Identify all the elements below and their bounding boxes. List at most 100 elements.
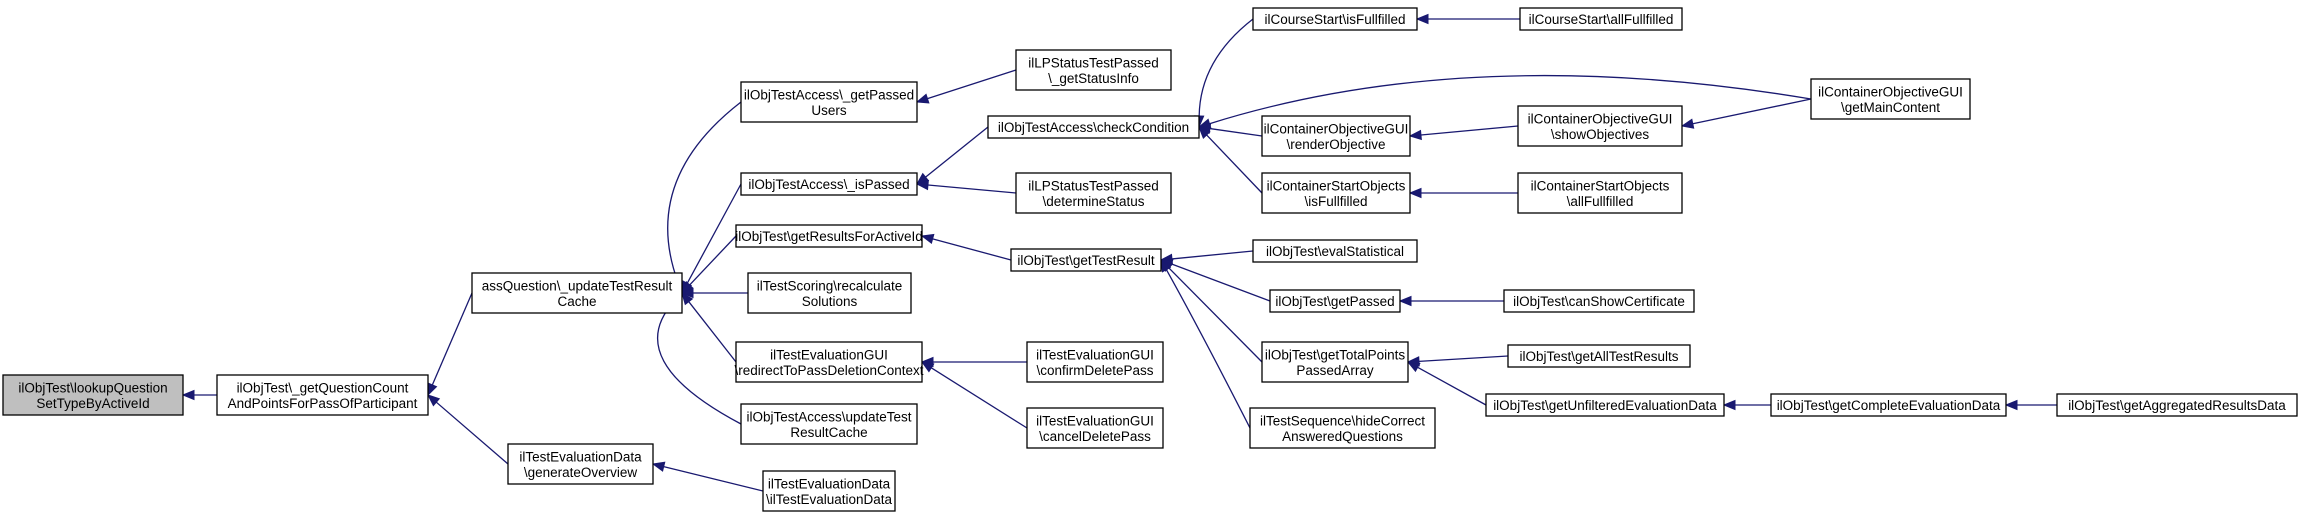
node-box [1252,7,1418,31]
node-label-line: AnsweredQuestions [1282,429,1403,444]
node-n33[interactable]: ilObjTest\getAggregatedResultsData [2056,393,2298,417]
edge-line [1420,125,1519,136]
node-n9[interactable]: ilTestEvaluationGUI\redirectToPassDeleti… [734,341,924,383]
node-n19[interactable]: ilContainerObjectiveGUI\renderObjective [1261,115,1411,157]
node-n1[interactable]: ilObjTest\lookupQuestionSetTypeByActiveI… [2,374,184,416]
node-label-line: ilTestEvaluationData [768,476,891,491]
node-n13[interactable]: ilObjTestAccess\checkCondition [987,115,1200,139]
node-label-line: \getMainContent [1841,100,1940,115]
node-label-line: PassedArray [1296,363,1374,378]
edge-n28-to-n22 [1398,295,1504,307]
node-n16[interactable]: ilTestEvaluationGUI\confirmDeletePass [1026,341,1164,383]
node-box [735,341,923,383]
arrowhead [1680,118,1695,129]
node-n31[interactable]: ilContainerObjectiveGUI\getMainContent [1810,78,1971,120]
node-n21[interactable]: ilObjTest\evalStatistical [1252,239,1418,263]
node-n20[interactable]: ilContainerStartObjects\isFullfilled [1261,172,1411,214]
node-label-line: assQuestion\_updateTestResult [482,278,673,293]
edge-n17-to-n9 [920,361,1028,429]
node-label-line: ilTestEvaluationGUI [1036,413,1154,428]
arrowhead [1408,129,1422,141]
node-n17[interactable]: ilTestEvaluationGUI\cancelDeletePass [1026,407,1164,449]
node-n14[interactable]: ilLPStatusTestPassed\determineStatus [1015,172,1172,214]
node-label-line: ilObjTest\getTestResult [1017,253,1155,268]
node-box [1249,407,1436,449]
node-n25[interactable]: ilCourseStart\allFullfilled [1519,7,1683,31]
node-label-line: ilContainerStartObjects [1531,178,1670,193]
edge-n23-to-n15 [1160,259,1263,363]
node-label-line: SetTypeByActiveId [36,396,149,411]
node-n26[interactable]: ilContainerObjectiveGUI\showObjectives [1517,105,1683,147]
node-n6[interactable]: ilObjTestAccess\_isPassed [740,172,918,196]
arrowhead [681,291,694,306]
node-box [740,403,918,445]
edge-n20-to-n13 [1198,126,1263,194]
node-label-line: Solutions [802,294,858,309]
node-n7[interactable]: ilObjTest\getResultsForActiveId [735,224,923,248]
edge-n24-to-n15 [1160,258,1251,429]
node-box [471,272,683,314]
node-n2[interactable]: ilObjTest\_getQuestionCountAndPointsForP… [216,374,429,416]
arrowhead [1415,13,1429,25]
node-box [762,470,896,512]
node-label-line: AndPointsForPassOfParticipant [228,396,418,411]
node-label-line: Users [811,103,847,118]
edge-n11-to-n4 [651,461,764,492]
arrowhead [920,361,935,373]
node-box [747,272,912,314]
node-n22[interactable]: ilObjTest\getPassed [1269,289,1401,313]
edge-line [1171,263,1271,302]
node-box [740,81,918,123]
edge-line [689,235,737,286]
arrowhead [1197,118,1212,129]
node-label-line: \ilTestEvaluationData [766,492,893,507]
node-box [1015,49,1172,91]
arrowhead [1398,295,1412,307]
edge-n29-to-n23 [1406,355,1509,367]
node-label-line: \renderObjective [1286,137,1385,152]
node-n30[interactable]: ilObjTest\getUnfilteredEvaluationData [1485,393,1725,417]
node-n29[interactable]: ilObjTest\getAllTestResults [1507,344,1691,368]
node-label-line: ilTestSequence\hideCorrect [1260,413,1425,428]
node-n18[interactable]: ilCourseStart\isFullfilled [1252,7,1418,31]
edge-n26-to-n19 [1408,125,1519,141]
arrowhead [651,461,666,472]
arrowhead [680,287,694,299]
node-label-line: ilObjTest\getTotalPoints [1265,347,1406,362]
node-n28[interactable]: ilObjTest\canShowCertificate [1503,289,1695,313]
edge-n32-to-n30 [1722,399,1771,411]
node-label-line: ilObjTest\canShowCertificate [1513,294,1685,309]
node-box [1026,341,1164,383]
node-n12[interactable]: ilLPStatusTestPassed\_getStatusInfo [1015,49,1172,91]
edge-n7-to-n3 [681,235,737,294]
node-box [1015,172,1172,214]
edge-line [932,238,1012,261]
edge-line [663,465,764,492]
edge-n30-to-n23 [1406,361,1487,406]
node-n27[interactable]: ilContainerStartObjects\allFullfilled [1517,172,1683,214]
node-label-line: ilObjTestAccess\updateTest [746,409,911,424]
edge-n21-to-n15 [1159,250,1254,265]
edge-line [1209,74,1812,125]
arrowhead [427,382,438,397]
node-box [216,374,429,416]
node-n15[interactable]: ilObjTest\getTestResult [1010,248,1162,272]
node-label-line: ilObjTest\getPassed [1275,294,1394,309]
edge-n14-to-n6 [915,179,1017,194]
node-n24[interactable]: ilTestSequence\hideCorrectAnsweredQuesti… [1249,407,1436,449]
node-box [1010,248,1162,272]
node-box [1269,289,1401,313]
node-n11[interactable]: ilTestEvaluationData\ilTestEvaluationDat… [762,470,896,512]
edge-n33-to-n32 [2004,399,2057,411]
node-box [1517,172,1683,214]
edge-line [1692,98,1812,125]
node-label-line: \allFullfilled [1567,194,1634,209]
node-n32[interactable]: ilObjTest\getCompleteEvaluationData [1770,393,2007,417]
node-n4[interactable]: ilTestEvaluationData\generateOverview [507,443,654,485]
